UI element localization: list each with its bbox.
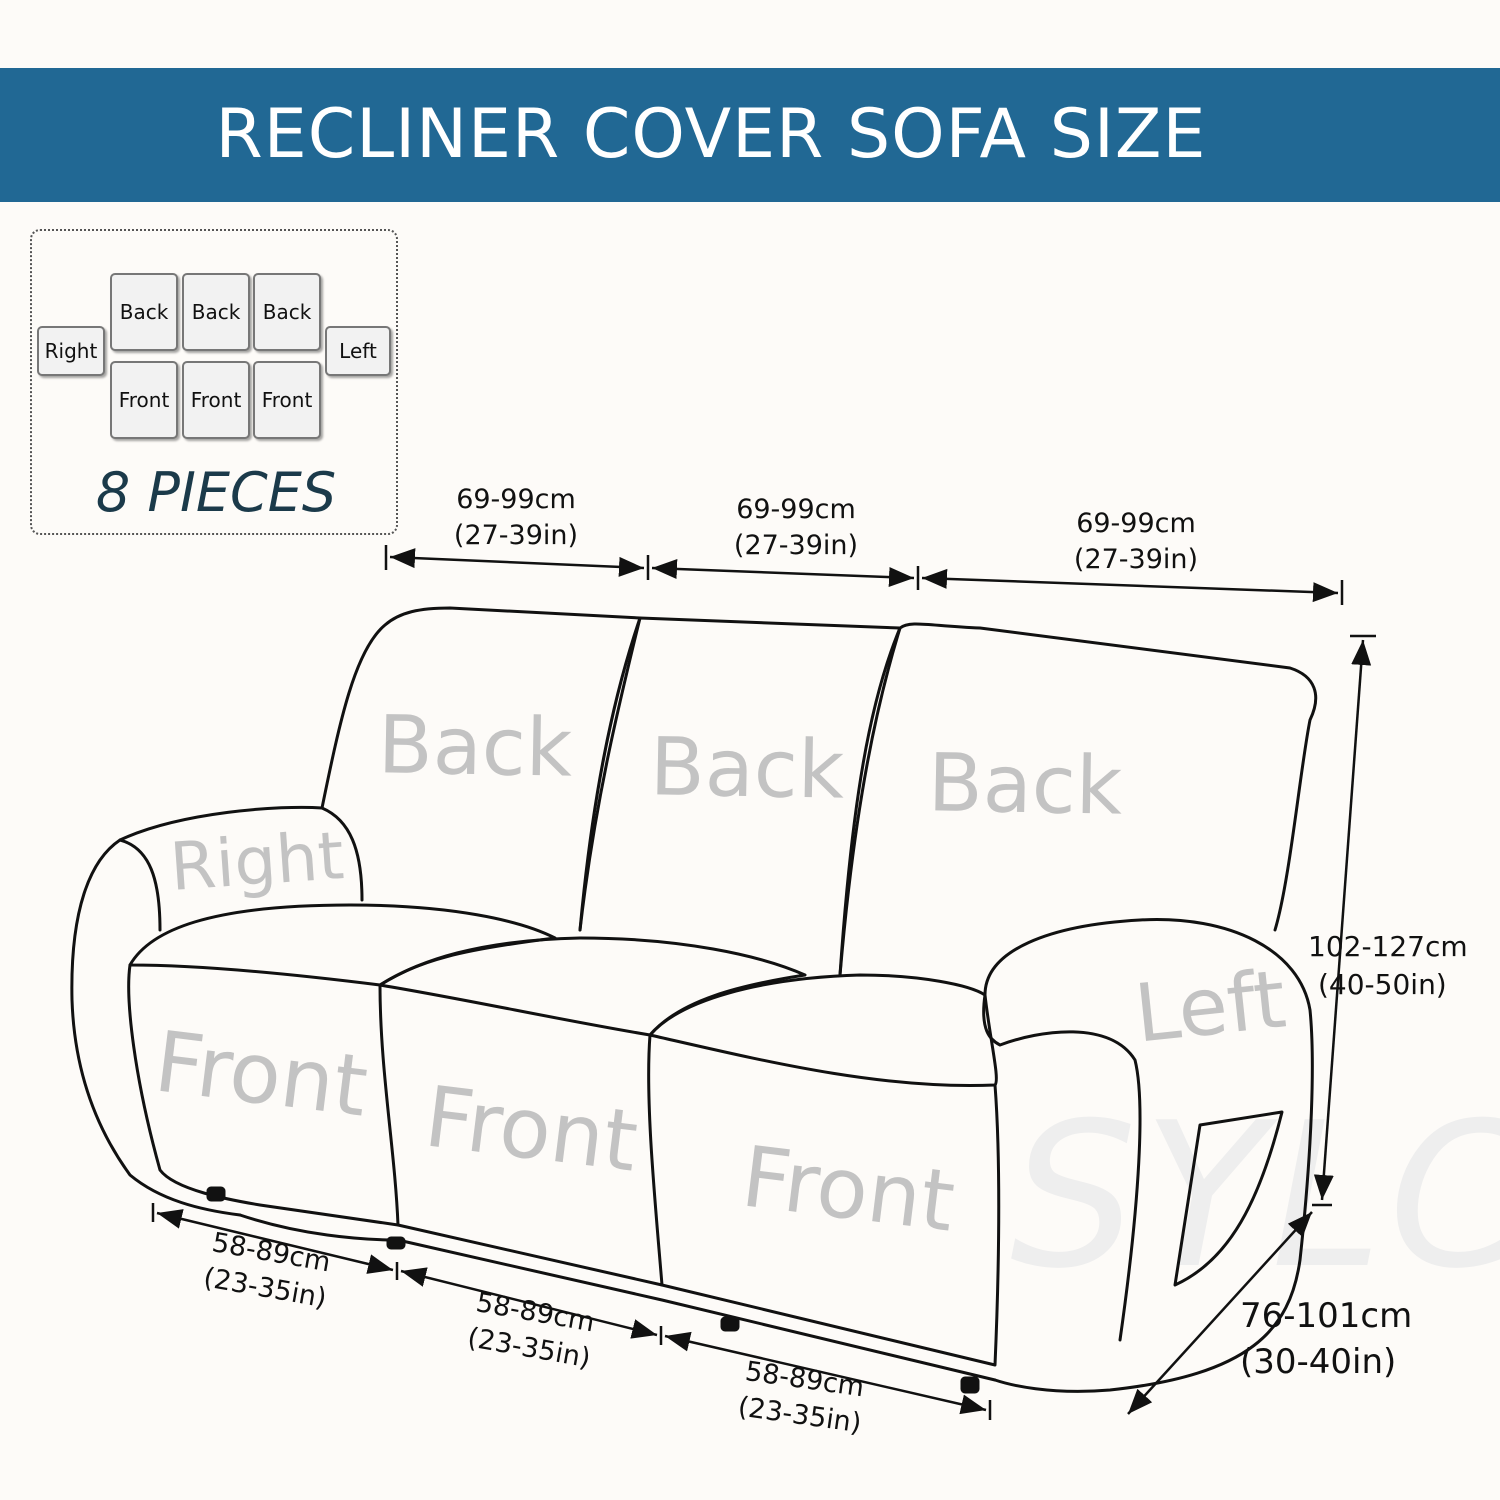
sofa-label-back-2: Back	[649, 720, 846, 817]
title-banner: RECLINER COVER SOFA SIZE	[0, 68, 1500, 202]
sofa-back-left	[320, 606, 642, 932]
height-label: 102-127cm(40-50in)	[1308, 930, 1468, 1001]
pieces-count: 8 PIECES	[95, 461, 337, 524]
sofa-left-arm	[983, 918, 1314, 1393]
legend-piece-back-3: Back	[253, 273, 321, 351]
legend-piece-front-2: Front	[182, 361, 250, 439]
back-width-label-2: 69-99cm(27-39in)	[733, 494, 859, 562]
sofa-seat-middle	[378, 936, 807, 1037]
legend-piece-right: Right	[37, 326, 105, 376]
legend-piece-back-1: Back	[110, 273, 178, 351]
back-width-label-3: 69-99cm(27-39in)	[1073, 508, 1199, 576]
sofa-label-left: Left	[1130, 952, 1290, 1061]
pieces-legend: Back Back Back Right Left Front Front Fr…	[30, 229, 398, 535]
page-title: RECLINER COVER SOFA SIZE	[215, 95, 1207, 174]
sofa-label-back-1: Back	[377, 698, 574, 795]
sofa-label-right: Right	[167, 817, 347, 906]
sofa-label-back-3: Back	[927, 736, 1124, 833]
legend-piece-front-3: Front	[253, 361, 321, 439]
legend-piece-back-2: Back	[182, 273, 250, 351]
sofa-right-arm	[70, 805, 324, 1217]
sofa-back-right	[838, 622, 1318, 977]
back-width-label-1: 69-99cm(27-39in)	[453, 484, 579, 552]
sofa-side-pocket	[1173, 1110, 1284, 1287]
legend-piece-left: Left	[325, 326, 391, 376]
depth-label: 76-101cm(30-40in)	[1240, 1296, 1413, 1382]
sofa-seat-right	[648, 973, 998, 1088]
legend-piece-front-1: Front	[110, 361, 178, 439]
